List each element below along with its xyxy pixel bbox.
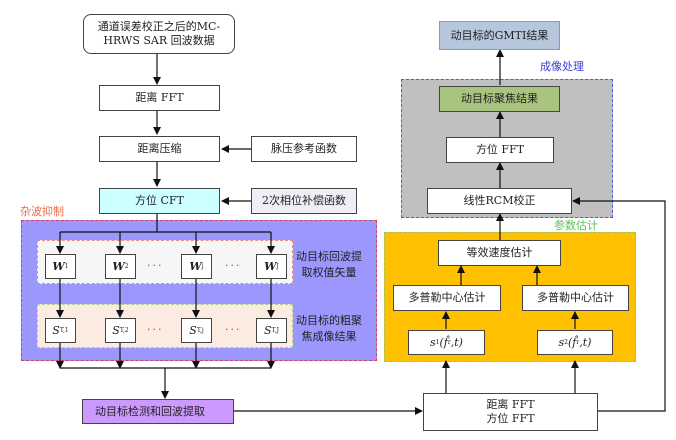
signal-arg-sub: r xyxy=(576,338,580,346)
images-label-line-1: 动目标的粗聚 xyxy=(296,314,362,327)
pulse-reference-box: 脉压参考函数 xyxy=(251,136,357,162)
image-symbol: S xyxy=(264,323,272,337)
gmti-result-label: 动目标的GMTI结果 xyxy=(450,28,549,42)
rcm-correction-label: 线性RCM校正 xyxy=(463,194,536,207)
azimuth-cft-box: 方位 CFT xyxy=(99,188,220,214)
azimuth-fft-line: 方位 FFT xyxy=(486,412,535,425)
phase-compensation-label: 2次相位补偿函数 xyxy=(262,194,346,207)
doppler-estimation-label-2: 多普勒中心估计 xyxy=(537,291,614,304)
velocity-estimation-box: 等效速度估计 xyxy=(438,240,561,266)
signal-tail: ,t) xyxy=(450,335,463,349)
weight-index: 2 xyxy=(124,262,129,270)
rcm-correction-box: 线性RCM校正 xyxy=(427,188,572,214)
focus-result-box: 动目标聚焦结果 xyxy=(439,86,560,112)
clutter-suppression-title: 杂波抑制 xyxy=(20,205,64,218)
range-fft-line: 距离 FFT xyxy=(486,398,535,411)
input-data-box: 通道误差校正之后的MC- HRWS SAR 回波数据 xyxy=(83,14,235,54)
images-ellipsis-2: ··· xyxy=(225,323,242,336)
param-estimation-title: 参数估计 xyxy=(554,219,598,232)
images-ellipsis-1: ··· xyxy=(147,323,164,336)
imaging-title: 成像处理 xyxy=(540,60,584,73)
images-label: 动目标的粗聚 焦成像结果 xyxy=(296,314,362,343)
range-fft-label: 距离 FFT xyxy=(135,91,184,104)
signal-tail: ,t) xyxy=(579,335,592,349)
weight-symbol: W xyxy=(112,259,125,273)
weights-ellipsis-2: ··· xyxy=(225,259,242,272)
image-symbol: S xyxy=(189,323,197,337)
image-index: T,2 xyxy=(119,326,129,334)
weights-label-line-1: 动目标回波提 xyxy=(296,250,362,263)
coarse-image-group xyxy=(37,304,293,348)
weights-label-line-2: 取权值矢量 xyxy=(301,266,357,279)
range-compress-box: 距离压缩 xyxy=(99,136,220,162)
weight-index: J xyxy=(276,262,279,270)
pulse-reference-label: 脉压参考函数 xyxy=(271,142,337,155)
images-label-line-2: 焦成像结果 xyxy=(301,330,357,343)
signal-index: 2 xyxy=(564,338,568,346)
focus-result-label: 动目标聚焦结果 xyxy=(461,92,538,105)
gmti-result-box: 动目标的GMTI结果 xyxy=(439,21,560,50)
doppler-estimation-box-2: 多普勒中心估计 xyxy=(522,285,629,311)
signal-arg: (f̂ xyxy=(439,335,448,349)
weight-vector-group xyxy=(37,240,293,284)
range-fft-box: 距离 FFT xyxy=(99,85,220,111)
image-index: T,j xyxy=(196,326,204,334)
range-azimuth-fft-box: 距离 FFT 方位 FFT xyxy=(423,393,598,431)
image-index: T,1 xyxy=(59,326,69,334)
weights-label: 动目标回波提 取权值矢量 xyxy=(296,250,362,279)
signal-symbol: s xyxy=(558,335,565,349)
velocity-estimation-label: 等效速度估计 xyxy=(466,246,533,259)
doppler-estimation-label-1: 多普勒中心估计 xyxy=(408,291,486,304)
weight-symbol: W xyxy=(52,259,65,273)
detect-extract-label: 动目标检测和回波提取 xyxy=(95,404,205,418)
signal-arg-sub: r xyxy=(447,338,451,346)
weight-symbol: W xyxy=(264,259,277,273)
detect-extract-box: 动目标检测和回波提取 xyxy=(82,399,234,424)
input-line-1: 通道误差校正之后的MC- xyxy=(97,20,221,33)
image-index: T,J xyxy=(271,326,279,334)
signal-arg: (f̂ xyxy=(568,335,577,349)
signal-index: 1 xyxy=(435,338,440,346)
image-symbol: S xyxy=(52,323,60,337)
doppler-estimation-box-1: 多普勒中心估计 xyxy=(393,285,501,311)
phase-compensation-box: 2次相位补偿函数 xyxy=(251,188,357,214)
azimuth-fft-box: 方位 FFT xyxy=(446,137,554,163)
weight-index: 1 xyxy=(64,262,69,270)
input-line-2: HRWS SAR 回波数据 xyxy=(103,34,215,47)
range-compress-label: 距离压缩 xyxy=(137,142,182,155)
weight-symbol: W xyxy=(189,259,202,273)
weight-index: j xyxy=(201,262,204,270)
weights-ellipsis-1: ··· xyxy=(147,259,164,272)
azimuth-cft-label: 方位 CFT xyxy=(135,194,184,207)
signal-symbol: s xyxy=(430,335,436,349)
image-symbol: S xyxy=(112,323,120,337)
arrow-fft-to-rcm xyxy=(572,197,666,412)
azimuth-fft-label: 方位 FFT xyxy=(475,143,525,156)
